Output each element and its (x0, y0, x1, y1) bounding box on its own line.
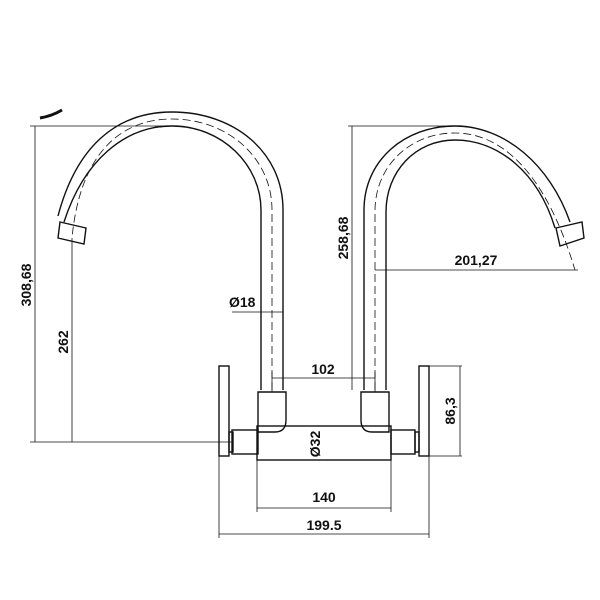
dim-reach: 201,27 (455, 252, 498, 268)
left-spout (57, 111, 284, 390)
right-nozzle (555, 221, 585, 247)
faucet-body (218, 365, 430, 461)
dim-right-height: 258,68 (335, 216, 351, 259)
dim-overall-width: 199.5 (306, 517, 341, 533)
dim-flange-height: 86,3 (442, 397, 458, 424)
dim-body-length: 140 (312, 489, 336, 505)
dim-pipe-diameter: Ø18 (229, 294, 256, 310)
dim-spout-height: 262 (55, 330, 71, 354)
corner-mark (39, 108, 63, 120)
dimension-lines (30, 125, 578, 538)
dim-body-diameter: Ø32 (307, 431, 323, 458)
dim-total-height: 308,68 (18, 263, 34, 306)
dim-spacing: 102 (311, 361, 335, 377)
left-nozzle (57, 221, 87, 245)
